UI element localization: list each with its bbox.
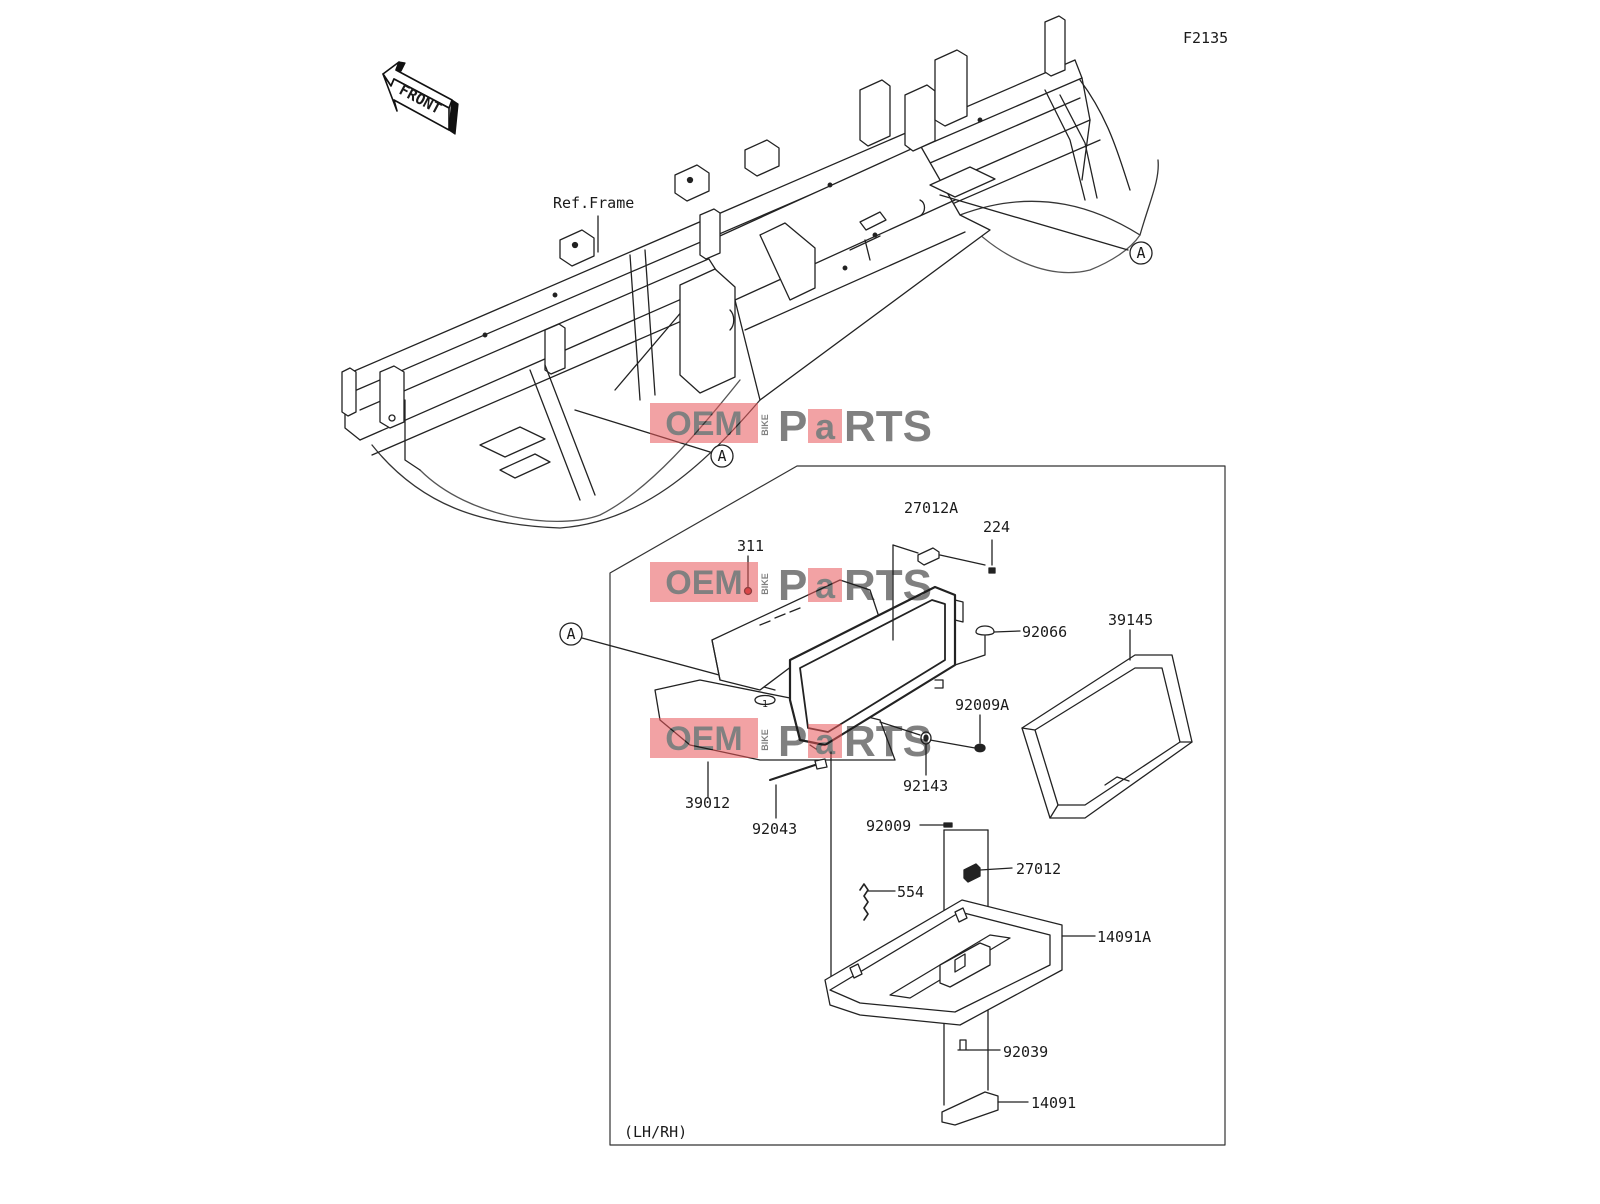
callout-a-circle-1 [1129, 241, 1153, 265]
svg-text:1: 1 [762, 699, 768, 710]
part-number-92043: 92043 [752, 820, 797, 838]
part-number-92009: 92009 [866, 817, 911, 835]
svg-text:OEM: OEM [665, 720, 742, 758]
svg-text:RTS: RTS [844, 717, 932, 766]
watermarks: OEM BIKE P a RTS OEM BIKE P a RTS OEM BI… [650, 402, 932, 766]
diagram-id: F2135 [1183, 29, 1228, 47]
window-frame [788, 585, 964, 750]
side-note: (LH/RH) [624, 1123, 687, 1141]
svg-text:a: a [815, 565, 836, 606]
svg-text:BIKE: BIKE [760, 414, 770, 436]
watermark-logo: OEM BIKE P a RTS [650, 717, 932, 766]
rivet-92039-icon [957, 1039, 969, 1051]
bracket-27012-icon [963, 863, 981, 883]
part-number-39145: 39145 [1108, 611, 1153, 629]
bracket-27012A-icon [892, 544, 986, 641]
svg-text:BIKE: BIKE [760, 573, 770, 595]
latch-assembly [824, 751, 1096, 1126]
svg-text:P: P [778, 561, 807, 610]
part-number-224: 224 [983, 518, 1010, 536]
part-number-27012: 27012 [1016, 860, 1061, 878]
callout-a-circle-3 [559, 622, 583, 646]
part-number-92039: 92039 [1003, 1043, 1048, 1061]
watermark-logo: OEM BIKE P a RTS [650, 402, 932, 451]
part-number-311: 311 [737, 537, 764, 555]
svg-text:RTS: RTS [844, 402, 932, 451]
svg-text:P: P [778, 402, 807, 451]
svg-text:a: a [815, 721, 836, 762]
pin-92043-icon [769, 758, 828, 819]
part-labels: 27012A 224 311 92066 39145 92009A 92143 39012 92… [685, 499, 1153, 1112]
svg-text:OEM: OEM [665, 405, 742, 443]
washer-92143-icon [879, 721, 932, 776]
part-number-14091: 14091 [1031, 1094, 1076, 1112]
svg-text:BIKE: BIKE [760, 729, 770, 751]
callout-a-letter-3: A [566, 625, 575, 643]
callout-a-letter-2: A [717, 447, 726, 465]
ref-frame-label: Ref.Frame [553, 194, 634, 212]
callout-a-leader-1 [939, 194, 1129, 251]
part-number-554: 554 [897, 883, 924, 901]
vehicle-frame [341, 15, 1159, 529]
callout-a-leader-2 [574, 409, 711, 453]
svg-text:OEM: OEM [665, 564, 742, 602]
callout-a-letter-1: A [1136, 244, 1145, 262]
part-number-92143: 92143 [903, 777, 948, 795]
watermark-logo: OEM BIKE P a RTS [650, 561, 932, 610]
screw-92009-icon [943, 822, 953, 828]
cap-92066-icon [954, 625, 1021, 666]
handle-14091 [941, 1091, 999, 1126]
enclosure-outline [609, 465, 1226, 1146]
window-panel-39145 [1021, 629, 1193, 819]
part-number-14091a: 14091A [1097, 928, 1151, 946]
bolt-92009A-icon [929, 714, 986, 753]
part-number-92066: 92066 [1022, 623, 1067, 641]
svg-text:P: P [778, 717, 807, 766]
part-number-39012: 39012 [685, 794, 730, 812]
part-number-92009a: 92009A [955, 696, 1009, 714]
spring-554-icon [859, 883, 869, 921]
front-arrow-icon: FRONT [382, 61, 459, 135]
svg-text:RTS: RTS [844, 561, 932, 610]
part-number-27012a: 27012A [904, 499, 958, 517]
svg-text:a: a [815, 406, 836, 447]
screw-224-icon [988, 539, 996, 574]
callout-a-circle-2 [710, 444, 734, 468]
